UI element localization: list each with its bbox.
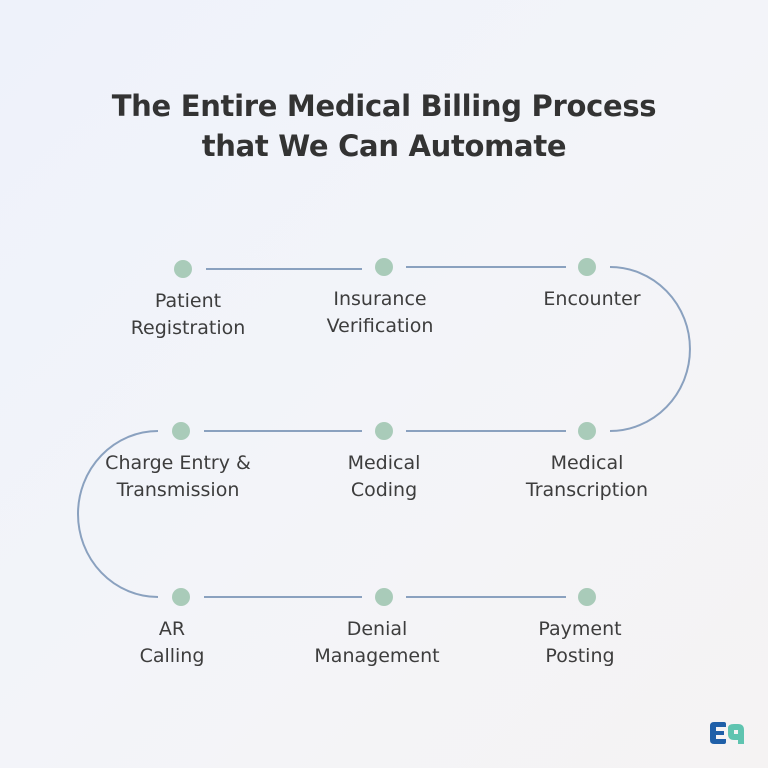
step-label-charge-entry: Charge Entry & Transmission xyxy=(105,452,251,501)
step-label-insurance-verification: Insurance Verification xyxy=(326,288,434,337)
step-label-patient-registration: Patient Registration xyxy=(130,290,246,339)
title-line-1: The Entire Medical Billing Process xyxy=(111,89,657,123)
step-node-ar-calling xyxy=(172,588,190,606)
step-node-insurance-verification xyxy=(375,258,393,276)
title-line-2: that We Can Automate xyxy=(201,129,567,163)
step-node-medical-transcription xyxy=(578,422,596,440)
step-label-encounter: Encounter xyxy=(543,288,641,310)
step-node-payment-posting xyxy=(578,588,596,606)
connector-curve-right xyxy=(609,266,691,432)
step-node-encounter xyxy=(578,258,596,276)
step-node-medical-coding xyxy=(375,422,393,440)
company-logo-icon xyxy=(710,722,744,744)
page-title: The Entire Medical Billing Process that … xyxy=(0,86,768,166)
step-label-medical-coding: Medical Coding xyxy=(347,452,421,501)
step-node-denial-management xyxy=(375,588,393,606)
step-label-ar-calling: AR Calling xyxy=(139,618,205,667)
step-label-denial-management: Denial Management xyxy=(314,618,440,667)
connector-curve-left xyxy=(77,430,159,598)
step-label-payment-posting: Payment Posting xyxy=(538,618,622,667)
step-node-charge-entry xyxy=(172,422,190,440)
step-label-medical-transcription: Medical Transcription xyxy=(525,452,649,501)
step-node-patient-registration xyxy=(174,260,192,278)
